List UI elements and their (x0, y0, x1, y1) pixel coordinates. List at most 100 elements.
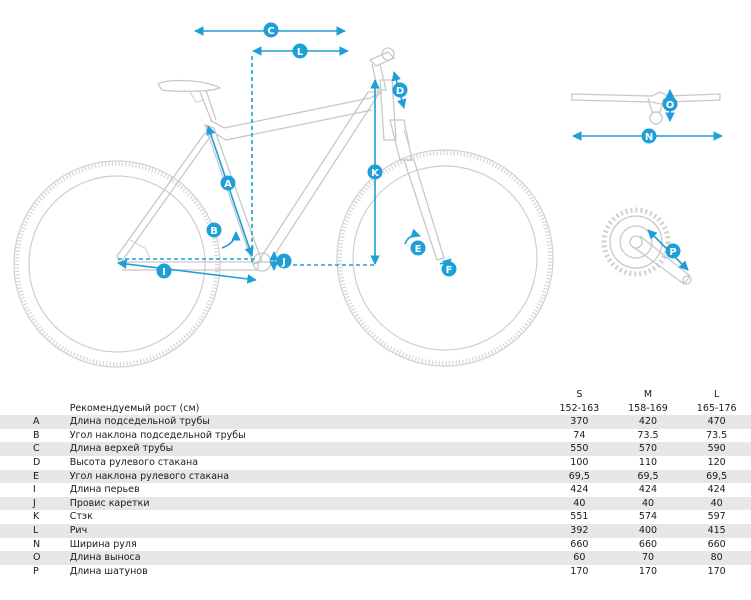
row-code: C (0, 442, 70, 456)
row-code: P (33, 565, 39, 577)
svg-text:E: E (415, 244, 422, 255)
row-code: L (0, 523, 70, 538)
svg-text:B: B (210, 226, 218, 237)
row-name: Длина выноса (69, 551, 546, 565)
dimension-label-i: I (156, 263, 172, 279)
table-header-sizes: S M L (0, 388, 751, 402)
row-value-m: 660 (638, 538, 658, 550)
dimension-label-a: A (220, 175, 236, 191)
dimension-label-f: F (441, 261, 457, 277)
row-value-m: 424 (638, 484, 658, 496)
height-value-l: 165-176 (696, 402, 737, 414)
row-value-s: 551 (570, 511, 589, 523)
size-s-header: S (576, 389, 583, 400)
row-value-m: 70 (613, 551, 683, 565)
row-value-s: 40 (545, 496, 614, 511)
row-value-l: 590 (682, 442, 751, 456)
svg-text:L: L (297, 47, 304, 58)
row-code: B (33, 429, 40, 441)
row-value-s: 60 (545, 551, 614, 565)
row-value-m: 170 (638, 565, 658, 577)
table-row: N Ширина руля 660 660 660 (0, 538, 751, 552)
row-value-m: 40 (613, 496, 683, 511)
row-code: I (33, 484, 36, 496)
dimension-label-l: L (292, 43, 308, 59)
row-value-s: 74 (573, 429, 586, 441)
row-value-l: 40 (682, 496, 751, 511)
bike-frame (116, 47, 445, 272)
row-name: Угол наклона подседельной трубы (69, 429, 246, 441)
row-name: Угол наклона рулевого стакана (69, 469, 546, 484)
dimension-label-c: C (263, 22, 279, 38)
row-code: K (33, 511, 40, 523)
svg-text:J: J (281, 257, 286, 268)
row-value-m: 570 (613, 442, 683, 456)
row-code: D (33, 456, 41, 468)
table-row-height: Рекомендуемый рост (см) 152-163 158-169 … (0, 402, 751, 416)
table-row: I Длина перьев 424 424 424 (0, 483, 751, 497)
svg-text:N: N (645, 132, 653, 143)
row-value-s: 550 (545, 442, 614, 456)
row-value-s: 424 (570, 484, 589, 496)
svg-text:D: D (396, 86, 404, 97)
dimension-label-n: N (641, 128, 657, 144)
dimension-label-b: B (206, 222, 222, 238)
row-value-m: 69,5 (613, 469, 683, 484)
svg-text:I: I (162, 267, 166, 278)
row-value-l: 73.5 (706, 429, 728, 441)
table-row: P Длина шатунов 170 170 170 (0, 565, 751, 579)
row-value-l: 170 (707, 565, 726, 577)
row-name: Длина подседельной трубы (69, 415, 546, 429)
row-value-l: 660 (707, 538, 726, 550)
svg-text:K: K (371, 168, 380, 179)
row-value-l: 415 (682, 523, 751, 538)
row-value-s: 370 (545, 415, 614, 429)
row-name: Высота рулевого стакана (69, 456, 199, 468)
row-name: Длина шатунов (69, 565, 148, 577)
row-value-l: 69,5 (682, 469, 751, 484)
dimension-label-e: E (410, 240, 426, 256)
front-wheel (336, 149, 554, 367)
row-value-s: 100 (570, 456, 589, 468)
row-code: N (33, 538, 41, 550)
row-value-m: 73.5 (637, 429, 659, 441)
row-name: Рич (69, 523, 546, 538)
row-name: Провис каретки (69, 496, 546, 511)
row-value-m: 400 (613, 523, 683, 538)
row-name: Ширина руля (69, 538, 137, 550)
row-code: A (0, 415, 70, 429)
svg-text:C: C (267, 26, 274, 37)
dimension-label-j: J (276, 253, 292, 269)
row-value-m: 110 (638, 456, 658, 468)
row-name: Стэк (69, 511, 93, 523)
dimension-label-k: K (367, 164, 383, 180)
dimension-label-p: P (665, 243, 681, 259)
row-value-s: 660 (570, 538, 589, 550)
crankset-inset (601, 207, 692, 285)
row-code: J (0, 496, 70, 511)
rear-wheel (13, 160, 221, 368)
row-value-m: 574 (638, 511, 658, 523)
size-m-header: M (643, 389, 653, 400)
row-name: Длина перьев (69, 484, 140, 496)
row-value-l: 424 (707, 484, 726, 496)
row-value-l: 597 (707, 511, 726, 523)
row-name: Длина верхей трубы (69, 442, 546, 456)
geometry-table: S M L Рекомендуемый рост (см) 152-163 15… (0, 388, 751, 578)
table-row: B Угол наклона подседельной трубы 74 73.5 73… (0, 429, 751, 443)
dimension-label-d: D (392, 82, 408, 98)
svg-text:A: A (224, 179, 232, 190)
row-code: E (0, 469, 70, 484)
row-value-s: 170 (570, 565, 589, 577)
dimension-lines (117, 26, 452, 284)
row-value-l: 470 (682, 415, 751, 429)
bike-geometry-diagram: C L D K A B J I E F O N P (13, 22, 723, 368)
size-l-header: L (714, 389, 720, 400)
